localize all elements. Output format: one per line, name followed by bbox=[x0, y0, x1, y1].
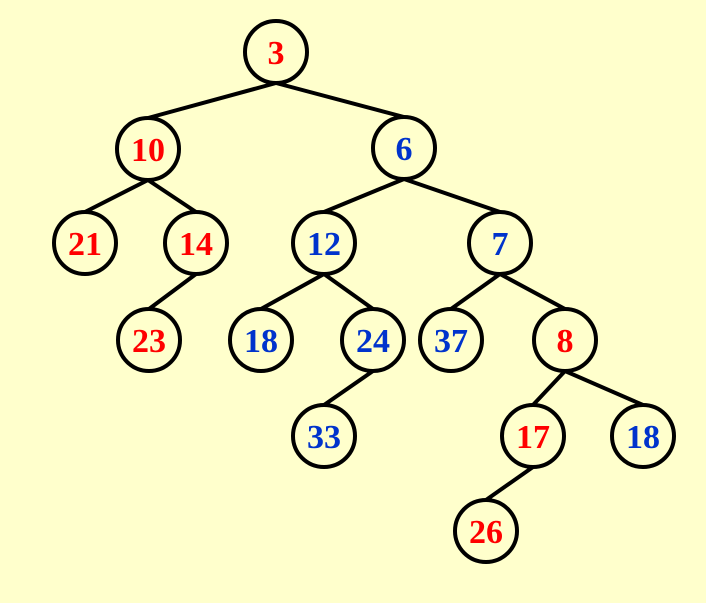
node-circle bbox=[500, 403, 566, 469]
node-circle bbox=[52, 210, 118, 276]
node-circle bbox=[453, 498, 519, 564]
tree-node: 12 bbox=[291, 210, 357, 276]
node-label: 24 bbox=[356, 323, 390, 360]
node-circle bbox=[371, 115, 437, 181]
edge-n6-n12 bbox=[323, 177, 405, 214]
edge-n8-n18b bbox=[564, 369, 644, 407]
tree-node: 24 bbox=[340, 307, 406, 373]
tree-node: 17 bbox=[500, 403, 566, 469]
node-label: 10 bbox=[131, 132, 165, 169]
node-circle bbox=[243, 19, 309, 85]
edges bbox=[84, 81, 644, 502]
node-circle bbox=[116, 307, 182, 373]
node-label: 8 bbox=[557, 323, 574, 360]
tree-node: 14 bbox=[163, 210, 229, 276]
edge-n3-n10 bbox=[147, 81, 277, 120]
tree-node: 21 bbox=[52, 210, 118, 276]
node-label: 3 bbox=[268, 35, 285, 72]
node-label: 37 bbox=[434, 323, 468, 360]
node-circle bbox=[610, 403, 676, 469]
tree-node: 3 bbox=[243, 19, 309, 85]
tree-node: 18 bbox=[228, 307, 294, 373]
node-circle bbox=[291, 403, 357, 469]
node-circle bbox=[228, 307, 294, 373]
edge-n7-n8 bbox=[499, 272, 566, 311]
tree-node: 18 bbox=[610, 403, 676, 469]
edge-n10-n14 bbox=[146, 178, 198, 214]
node-label: 12 bbox=[307, 226, 341, 263]
node-label: 7 bbox=[492, 226, 509, 263]
node-label: 33 bbox=[307, 419, 341, 456]
tree-node: 26 bbox=[453, 498, 519, 564]
node-label: 21 bbox=[68, 226, 102, 263]
node-circle bbox=[115, 116, 181, 182]
edge-n24-n33 bbox=[322, 369, 375, 407]
edge-n12-n18a bbox=[260, 272, 325, 311]
node-label: 23 bbox=[132, 323, 166, 360]
node-circle bbox=[467, 210, 533, 276]
tree-node: 37 bbox=[418, 307, 484, 373]
edge-n12-n24 bbox=[322, 272, 375, 311]
nodes: 3 10 6 21 14 23 12 7 18 24 33 37 8 17 18 26 bbox=[52, 19, 676, 564]
edge-n8-n17 bbox=[531, 369, 567, 407]
edge-n7-n37 bbox=[449, 272, 502, 311]
node-label: 6 bbox=[396, 131, 413, 168]
node-circle bbox=[532, 307, 598, 373]
node-label: 18 bbox=[626, 419, 660, 456]
node-label: 26 bbox=[469, 514, 503, 551]
node-label: 14 bbox=[179, 226, 213, 263]
node-circle bbox=[163, 210, 229, 276]
edge-n10-n21 bbox=[84, 178, 149, 214]
node-label: 18 bbox=[244, 323, 278, 360]
node-circle bbox=[340, 307, 406, 373]
node-circle bbox=[291, 210, 357, 276]
tree-node: 10 bbox=[115, 116, 181, 182]
node-circle bbox=[418, 307, 484, 373]
node-label: 17 bbox=[516, 419, 550, 456]
edge-n17-n26 bbox=[484, 465, 535, 502]
edge-n6-n7 bbox=[403, 177, 501, 214]
edge-n3-n6 bbox=[275, 81, 405, 119]
tree-node: 23 bbox=[116, 307, 182, 373]
tree-node: 7 bbox=[467, 210, 533, 276]
edge-n14-n23 bbox=[147, 272, 198, 311]
tree-node: 8 bbox=[532, 307, 598, 373]
tree-node: 33 bbox=[291, 403, 357, 469]
tree-node: 6 bbox=[371, 115, 437, 181]
